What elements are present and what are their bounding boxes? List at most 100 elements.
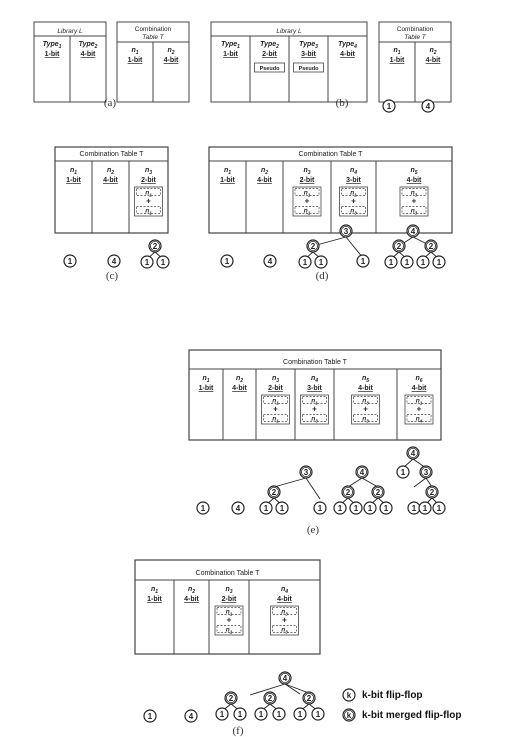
f-tree-sub-3-node-right <box>311 707 325 721</box>
c-tree-node-root-inner-ring <box>149 240 160 251</box>
e-tree3-root-inner-ring <box>300 466 311 477</box>
e-combo-part-label-top-5: n3 <box>362 398 369 406</box>
b-library-col-head-3: Type3 <box>299 41 318 50</box>
e-combo-part-label-bottom-5: n3 <box>362 416 369 424</box>
b-node-4 <box>421 99 435 113</box>
e-combo-col-head-1: n1 <box>202 375 209 384</box>
e-tree3-sub-node-left-label: 1 <box>264 504 269 513</box>
e-combo-col-head-6: n6 <box>415 375 422 384</box>
e-combo-part-label-top-6: n1 <box>416 398 423 406</box>
c-tree-node-root-label: 2 <box>153 242 158 251</box>
f-tree-root-label: 4 <box>283 674 288 683</box>
e-combo-col-value-2: 4-bit <box>232 385 247 392</box>
d-tree3-root-label: 3 <box>344 227 349 236</box>
f-tree-sub-1-node-right <box>233 707 247 721</box>
f-tree-sub-3-node-left <box>293 707 307 721</box>
b-node-4-label: 4 <box>426 102 431 111</box>
c-combo-col-head-2: n2 <box>107 167 114 176</box>
d-combo-part-box-top-5 <box>401 188 427 196</box>
e-tree6-sub-node-left <box>418 501 432 515</box>
d-tree3-sub-node-root-label: 2 <box>311 242 316 251</box>
e-tree4-sub-left-node-left-label: 1 <box>338 504 343 513</box>
c-combo-table <box>54 146 169 234</box>
d-combo-plus-3: + <box>305 197 310 206</box>
d-combo-col-value-1: 1-bit <box>220 177 235 184</box>
b-library-col-head-4: Type4 <box>338 41 357 50</box>
b-library-title: Library L <box>276 28 302 35</box>
e-tree4-sub-right-node-right-label: 1 <box>384 504 389 513</box>
d-combo-col-head-3: n3 <box>303 167 310 176</box>
b-library-col-value-3: 3-bit <box>301 51 316 58</box>
f-combo-part-label-bottom-4: n3 <box>281 627 288 635</box>
d-tree4-sub-left-node-right <box>400 255 414 269</box>
c-combo-part-label-top-3: n1 <box>145 190 152 198</box>
e-node-1-label: 1 <box>201 504 206 513</box>
f-combo-table <box>134 559 321 655</box>
f-tree-sub-2-node-left <box>254 707 268 721</box>
b-combo-title-line2: Table T <box>404 34 426 41</box>
e-tree3-sub-node-root-label: 2 <box>272 488 277 497</box>
d-combo-col-value-5: 4-bit <box>407 177 422 184</box>
legend-merged-flip-flop-symbol-label: k <box>347 711 352 720</box>
b-library-pseudo-label-3: Pseudo <box>299 66 320 72</box>
f-tree-sub-2-node-left-label: 1 <box>259 710 264 719</box>
e-tree6-leaf-1 <box>396 465 410 479</box>
c-combo-col-value-3: 2-bit <box>141 177 156 184</box>
e-tree4-root-label: 4 <box>360 468 365 477</box>
a-combo-col-value-2: 4-bit <box>164 57 179 64</box>
e-combo-title: Combination Table T <box>283 359 348 366</box>
e-combo-col-head-3: n3 <box>272 375 279 384</box>
b-library-col-value-1: 1-bit <box>223 51 238 58</box>
f-combo-col-value-4: 4-bit <box>277 596 292 603</box>
f-combo-part-box-bottom-4 <box>272 625 297 633</box>
e-combo-part-frame-4 <box>300 394 329 425</box>
f-combo-part-frame-4 <box>270 605 299 636</box>
e-tree4-sub-left-node-root-label: 2 <box>346 488 351 497</box>
d-tree3-sub-node-right-label: 1 <box>319 258 324 267</box>
d-tree4-sub-left-node-root-inner-ring <box>393 240 404 251</box>
f-tree-sub-3-node-root-inner-ring <box>303 693 314 704</box>
caption-a: (a) <box>103 97 117 109</box>
a-combo-col-value-1: 1-bit <box>128 57 143 64</box>
e-combo-part-box-bottom-5 <box>353 414 378 422</box>
c-combo-col-value-2: 4-bit <box>103 177 118 184</box>
e-tree6-sub-node-root-inner-ring <box>426 486 437 497</box>
e-node-4-label: 4 <box>236 504 241 513</box>
e-combo-col-value-6: 4-bit <box>412 385 427 392</box>
d-combo-part-box-top-3 <box>294 188 320 196</box>
d-combo-col-value-3: 2-bit <box>300 177 315 184</box>
d-combo-col-head-5: n5 <box>410 167 417 176</box>
e-combo-table <box>188 349 442 441</box>
f-combo-part-box-bottom-3 <box>216 625 242 633</box>
c-node-1-label: 1 <box>68 257 73 266</box>
c-combo-col-head-1: n1 <box>70 167 77 176</box>
e-combo-part-label-top-4: n1 <box>311 398 318 406</box>
e-tree3-sub-node-root-inner-ring <box>268 486 279 497</box>
e-tree6-leaf-2-label: 1 <box>412 504 417 513</box>
d-combo-part-box-bottom-4 <box>341 206 366 214</box>
e-tree3-sub-node-right-label: 1 <box>280 504 285 513</box>
f-combo-part-label-bottom-3: n1 <box>226 627 233 635</box>
e-combo-part-box-bottom-4 <box>302 414 327 422</box>
b-library-pseudo-box-2 <box>254 62 285 73</box>
b-combo-col-value-1: 1-bit <box>390 57 405 64</box>
b-combo-title-line1: Combination <box>397 26 434 33</box>
e-combo-part-box-top-5 <box>353 396 378 404</box>
f-combo-plus-3: + <box>227 616 232 625</box>
a-library-col-head-2: Type2 <box>79 41 98 50</box>
e-node-1 <box>196 501 210 515</box>
e-tree4-sub-left-node-right-label: 1 <box>354 504 359 513</box>
c-tree-node-right-label: 1 <box>161 258 166 267</box>
b-combo-col-head-1: n1 <box>393 47 400 56</box>
c-combo-col-value-1: 1-bit <box>66 177 81 184</box>
d-node-1-label: 1 <box>225 257 230 266</box>
d-combo-col-value-4: 3-bit <box>346 177 361 184</box>
f-tree-edge-left <box>249 683 286 696</box>
d-combo-col-head-2: n2 <box>261 167 268 176</box>
d-tree4-root-label: 4 <box>411 227 416 236</box>
legend-merged-flip-flop-symbol-inner-ring <box>343 710 354 721</box>
b-library-col-head-2: Type2 <box>260 41 279 50</box>
d-tree4-sub-right-node-right-label: 1 <box>437 258 442 267</box>
